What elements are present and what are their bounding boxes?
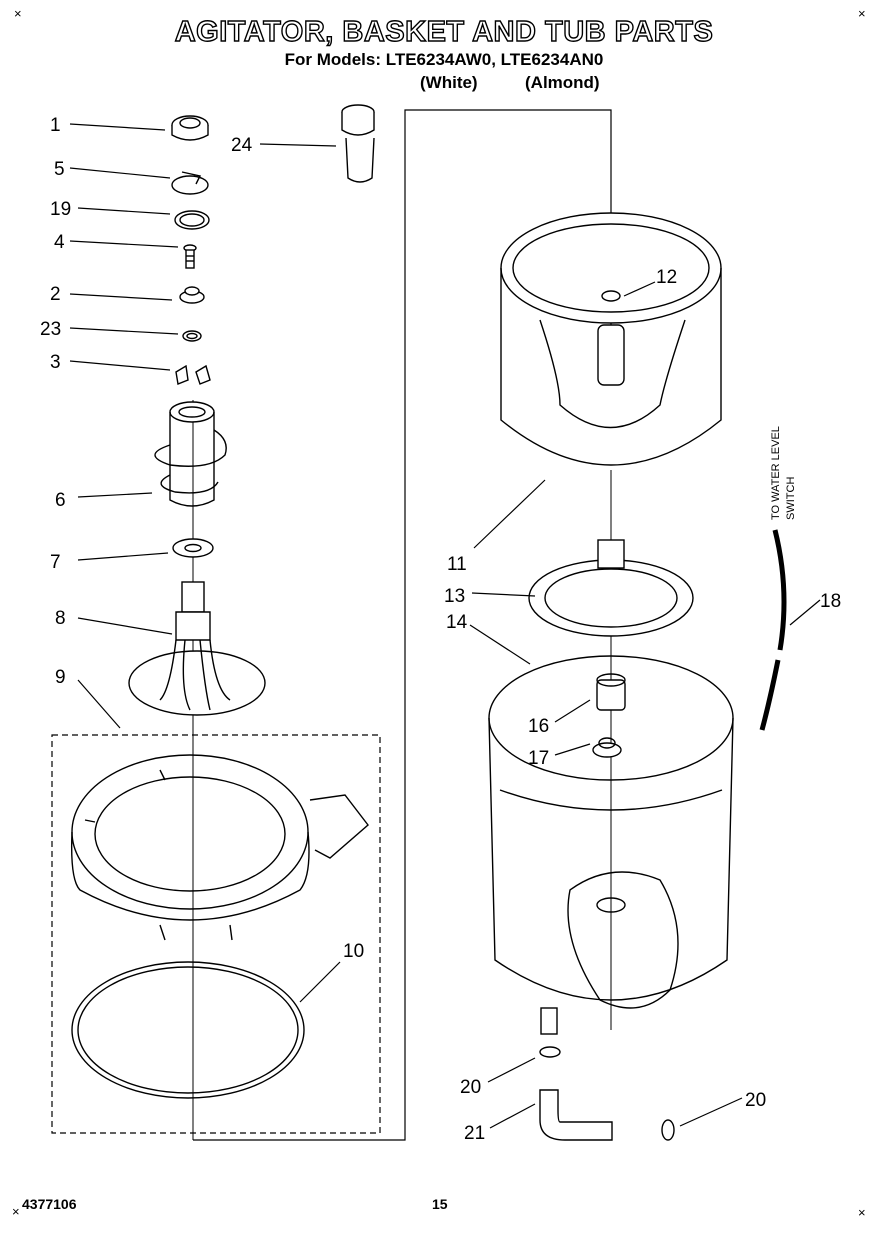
callout-11: 11 [447, 554, 467, 575]
corner-mark-bottom-left: × [12, 1204, 20, 1219]
callout-2: 2 [50, 284, 61, 305]
assembly-guide-line [193, 109, 612, 1141]
part-1-agitator-cap[interactable] [171, 115, 209, 141]
part-24-fabric-softener-cup[interactable] [341, 104, 375, 183]
variant-almond: (Almond) [525, 73, 600, 92]
callout-23: 23 [40, 319, 61, 340]
part-7-bearing[interactable] [172, 538, 214, 558]
callout-20-top: 20 [460, 1077, 481, 1098]
part-16-bushing[interactable] [596, 673, 626, 711]
part-4-bolt[interactable] [183, 244, 197, 269]
callout-18: 18 [820, 591, 841, 612]
part-11-basket[interactable] [500, 212, 722, 466]
part-13-drive-ring[interactable] [528, 539, 694, 637]
part-14-outer-tub[interactable] [488, 655, 734, 1009]
callout-24: 24 [231, 135, 253, 156]
callout-1: 1 [50, 115, 61, 136]
part-8-hub[interactable] [128, 581, 266, 716]
part-20-clamp-top[interactable] [539, 1046, 561, 1058]
callout-12: 12 [656, 267, 677, 288]
variant-white: (White) [420, 73, 478, 92]
page-number: 15 [432, 1196, 448, 1212]
models-line: For Models: LTE6234AW0, LTE6234AN0 [284, 50, 604, 69]
corner-mark-bottom-right: × [858, 1205, 866, 1220]
callout-21: 21 [464, 1123, 485, 1144]
corner-mark-top-left: × [14, 6, 22, 21]
leader-lines [69, 123, 821, 1129]
callout-10: 10 [343, 941, 364, 962]
corner-mark-top-right: × [858, 6, 866, 21]
part-18-pressure-hose[interactable] [759, 529, 787, 731]
callout-16: 16 [528, 716, 549, 737]
part-17-seal[interactable] [592, 737, 622, 758]
callout-20-bottom: 20 [745, 1090, 766, 1111]
part-9-tub-ring[interactable] [70, 754, 369, 941]
part-21-drain-hose[interactable] [539, 1007, 613, 1141]
page-title: AGITATOR, BASKET AND TUB PARTS [174, 15, 714, 48]
callout-7: 7 [50, 552, 61, 573]
part-2-cam[interactable] [179, 286, 205, 304]
callout-6: 6 [55, 490, 66, 511]
document-number: 4377106 [22, 1196, 77, 1212]
part-23-washer[interactable] [182, 330, 202, 342]
part-5-seal[interactable] [171, 171, 209, 195]
part-20-clamp-bottom[interactable] [661, 1119, 675, 1141]
part-3-dogs[interactable] [175, 364, 211, 385]
part-6-agitator[interactable] [154, 401, 227, 507]
callout-5: 5 [54, 159, 65, 180]
part-9-group-box [51, 734, 381, 1134]
callout-4: 4 [54, 232, 65, 253]
callout-19: 19 [50, 199, 71, 220]
callout-8: 8 [55, 608, 66, 629]
part-10-tub-gasket[interactable] [71, 961, 305, 1099]
callout-9: 9 [55, 667, 66, 688]
callout-13: 13 [444, 586, 465, 607]
callout-17: 17 [528, 748, 549, 769]
callout-3: 3 [50, 352, 61, 373]
part-19-o-ring[interactable] [174, 210, 210, 230]
callout-numbers: 1 5 19 4 2 23 3 6 7 8 9 10 24 12 11 13 1… [40, 115, 841, 1144]
callout-14: 14 [446, 612, 468, 633]
